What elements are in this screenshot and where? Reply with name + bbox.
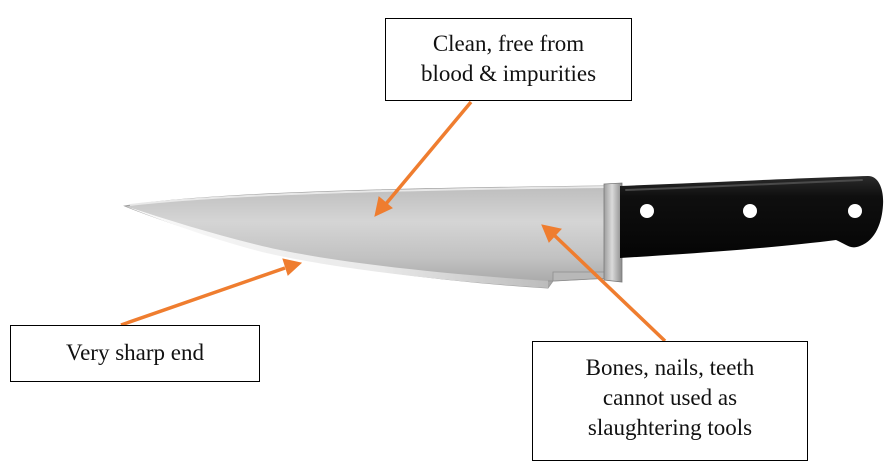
label-bones-box: Bones, nails, teeth cannot used as slaug… [532, 341, 808, 461]
knife-blade [125, 186, 610, 288]
knife-bolster [604, 183, 622, 282]
label-bones-line-2: cannot used as [533, 383, 807, 413]
label-clean-box: Clean, free from blood & impurities [385, 18, 632, 101]
rivet-1 [640, 204, 654, 218]
label-clean-line-2: blood & impurities [386, 59, 631, 89]
arrow-sharp-head [283, 259, 301, 275]
arrow-sharp [121, 268, 285, 325]
label-bones-line-3: slaughtering tools [533, 413, 807, 443]
label-sharp-box: Very sharp end [10, 325, 260, 382]
rivet-2 [743, 204, 757, 218]
label-clean-line-1: Clean, free from [386, 29, 631, 59]
label-sharp-line-1: Very sharp end [11, 338, 259, 368]
label-bones-line-1: Bones, nails, teeth [533, 353, 807, 383]
rivet-3 [848, 204, 862, 218]
